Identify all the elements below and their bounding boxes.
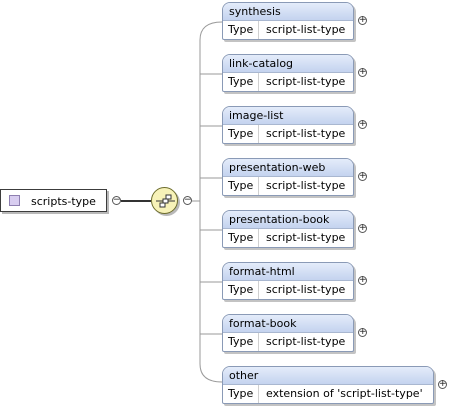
element-type-row: Type script-list-type: [223, 125, 353, 143]
expand-toggle-image-list[interactable]: +: [358, 119, 367, 129]
element-type-row: Type script-list-type: [223, 21, 353, 39]
type-value: script-list-type: [266, 23, 346, 36]
root-collapse-toggle[interactable]: −: [112, 195, 121, 205]
expand-toggle-presentation-book[interactable]: +: [358, 223, 367, 233]
complex-type-icon: [9, 195, 20, 206]
element-name: format-html: [223, 263, 353, 281]
type-key-label: Type: [223, 385, 259, 403]
type-value: extension of 'script-list-type': [266, 387, 423, 400]
type-key-label: Type: [223, 73, 259, 91]
element-type-row: Type script-list-type: [223, 333, 353, 351]
sequence-branch-line: [199, 21, 223, 383]
type-value: script-list-type: [266, 127, 346, 140]
type-key-label: Type: [223, 21, 259, 39]
type-value: script-list-type: [266, 283, 346, 296]
sequence-collapse-toggle[interactable]: −: [183, 195, 192, 205]
type-key-label: Type: [223, 125, 259, 143]
element-type-row: Type script-list-type: [223, 281, 353, 299]
element-type-row: Type script-list-type: [223, 177, 353, 195]
type-key-label: Type: [223, 177, 259, 195]
element-name: synthesis: [223, 3, 353, 21]
type-value: script-list-type: [266, 231, 346, 244]
element-type-row: Type script-list-type: [223, 73, 353, 91]
expand-toggle-format-html[interactable]: +: [358, 275, 367, 285]
root-type-label: scripts-type: [31, 195, 96, 208]
element-name: format-book: [223, 315, 353, 333]
type-value: script-list-type: [266, 75, 346, 88]
element-type-row: Type script-list-type: [223, 229, 353, 247]
type-key-label: Type: [223, 333, 259, 351]
expand-toggle-presentation-web[interactable]: +: [358, 171, 367, 181]
element-type-row: Type extension of 'script-list-type': [223, 385, 433, 403]
type-key-label: Type: [223, 281, 259, 299]
expand-toggle-link-catalog[interactable]: +: [358, 67, 367, 77]
element-name: presentation-book: [223, 211, 353, 229]
expand-toggle-other[interactable]: +: [438, 379, 447, 389]
element-name: presentation-web: [223, 159, 353, 177]
expand-toggle-format-book[interactable]: +: [358, 327, 367, 337]
type-value: script-list-type: [266, 179, 346, 192]
expand-toggle-synthesis[interactable]: +: [358, 15, 367, 25]
element-name: image-list: [223, 107, 353, 125]
type-value: script-list-type: [266, 335, 346, 348]
root-complex-type[interactable]: scripts-type: [0, 189, 107, 212]
sequence-icon: [156, 194, 175, 208]
element-name: other: [223, 367, 433, 385]
element-name: link-catalog: [223, 55, 353, 73]
type-key-label: Type: [223, 229, 259, 247]
sequence-compositor[interactable]: [151, 187, 178, 214]
